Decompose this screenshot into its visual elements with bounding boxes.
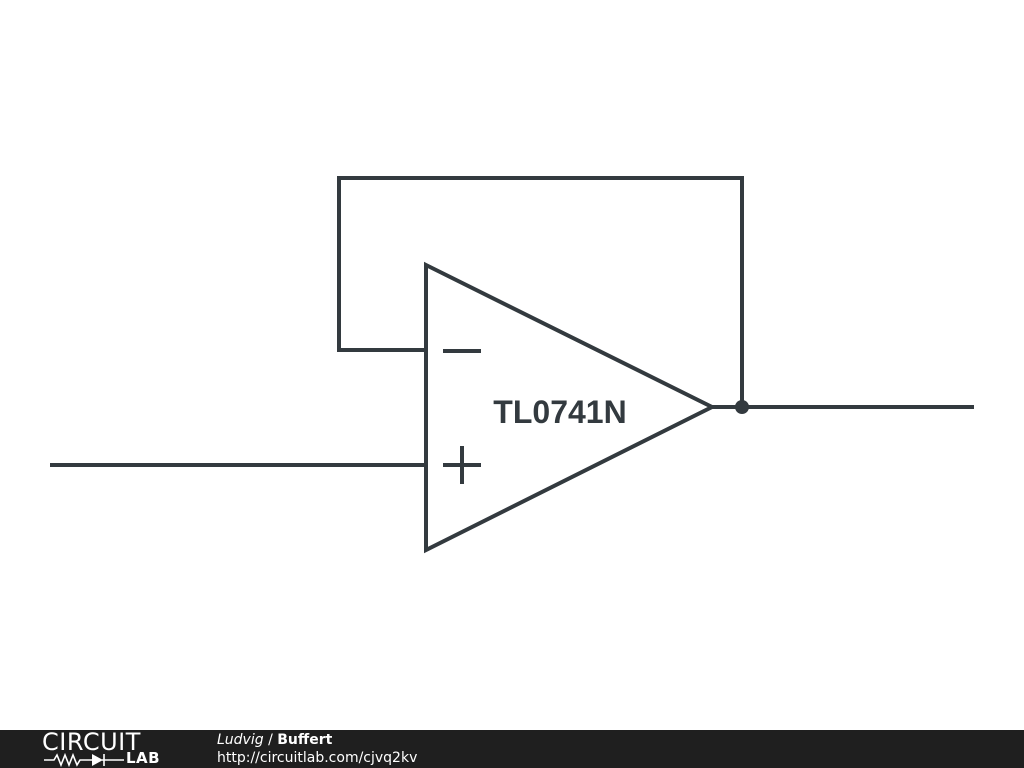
author-title-line: Ludvig / Buffert	[217, 731, 417, 749]
schematic-svg: TL0741N	[50, 176, 974, 554]
opamp-label: TL0741N	[493, 394, 626, 430]
logo-lab-text: LAB	[126, 749, 161, 767]
resistor-diode-icon	[44, 753, 124, 767]
author-link[interactable]: Ludvig	[217, 732, 264, 748]
logo-circuit-text: CIRCUIT	[42, 728, 141, 756]
circuitlab-logo[interactable]: CIRCUIT LAB	[42, 728, 177, 767]
output-junction-dot	[735, 400, 749, 414]
separator: /	[263, 732, 278, 748]
circuit-url-link[interactable]: http://circuitlab.com/cjvq2kv	[217, 750, 418, 766]
circuit-info: Ludvig / Buffert http://circuitlab.com/c…	[217, 731, 417, 767]
opamp-triangle	[424, 261, 717, 554]
feedback-wire	[337, 176, 744, 409]
footer-bar: CIRCUIT LAB Ludvig / Buffert http://circ…	[0, 730, 1024, 768]
schematic-canvas: TL0741N	[50, 176, 974, 554]
circuit-title-link[interactable]: Buffert	[277, 732, 333, 748]
